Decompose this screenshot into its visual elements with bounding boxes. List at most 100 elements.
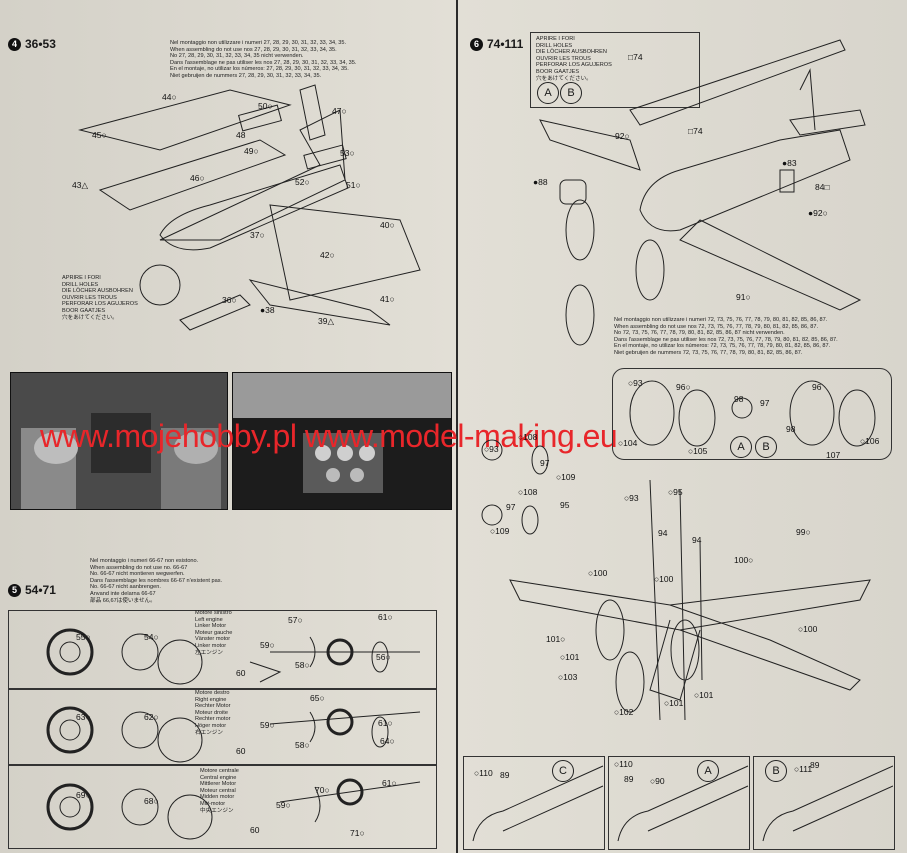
detail-fuselage-drawings (472, 765, 893, 842)
variant-a-label: C (552, 760, 574, 782)
part-label: 52○ (295, 177, 310, 187)
part-label: 100○ (734, 555, 754, 565)
cabin-interior-photo (10, 372, 228, 510)
part-label: 46○ (190, 173, 205, 183)
part-label: 89 (500, 770, 510, 780)
part-label: ●88 (533, 177, 548, 187)
part-label: 41○ (380, 294, 395, 304)
part-label: ○109 (556, 472, 576, 482)
part-label: 58○ (295, 740, 310, 750)
part-label: 64○ (380, 736, 395, 746)
step6-badge: 6 (470, 37, 483, 51)
cabin-photo-image (11, 373, 227, 509)
step6-drill-note: APRIRE I FORI DRILL HOLES DIE LÖCHER AUS… (536, 36, 612, 82)
variant-c-label: B (765, 760, 787, 782)
part-label: 99○ (796, 527, 811, 537)
part-label: 97 (540, 458, 550, 468)
part-label: 84□ (815, 182, 830, 192)
part-label: ○93 (628, 378, 643, 388)
variant-a-label: A (730, 436, 752, 458)
part-label: 71○ (350, 828, 365, 838)
part-label: 98 (786, 424, 796, 434)
part-label: 63○ (76, 712, 91, 722)
part-label: 40○ (380, 220, 395, 230)
part-label: 61○ (382, 778, 397, 788)
page-fold (456, 0, 458, 853)
part-label: 60 (250, 825, 260, 835)
variant-b-label: A (697, 760, 719, 782)
part-label: 70○ (315, 785, 330, 795)
step4-fuselage-wing-drawing (78, 84, 421, 331)
part-label: 51○ (346, 180, 361, 190)
part-label: 58○ (295, 660, 310, 670)
part-label: ○105 (688, 446, 708, 456)
part-label: ○108 (518, 487, 538, 497)
part-label: ●38 (260, 305, 275, 315)
step6-title: 74•111 (487, 37, 524, 51)
part-label: 44○ (162, 92, 177, 102)
part-label: ○93 (484, 444, 499, 454)
part-label: 62○ (144, 712, 159, 722)
left-engine-panel (8, 610, 437, 690)
variant-b-label: B (755, 436, 777, 458)
part-label: 36○ (222, 295, 237, 305)
part-label: ○104 (618, 438, 638, 448)
variant-b-label: B (560, 82, 582, 104)
step4-header: 4 36•53 (8, 37, 56, 51)
part-label: 96 (812, 382, 822, 392)
part-label: 97 (506, 502, 516, 512)
part-label: ○100 (654, 574, 674, 584)
cockpit-photo (232, 372, 452, 510)
part-label: 50○ (258, 101, 273, 111)
part-label: 47○ (332, 106, 347, 116)
variant-a-label: A (537, 82, 559, 104)
part-label: ○101 (694, 690, 714, 700)
part-label: 96○ (676, 382, 691, 392)
part-label: 92○ (615, 131, 630, 141)
part-label: ●83 (782, 158, 797, 168)
propeller-detail-drawing (629, 380, 876, 447)
part-label: ○110 (474, 768, 493, 778)
part-label: ○103 (558, 672, 578, 682)
detail-box-b (608, 756, 750, 850)
part-label: 97 (760, 398, 770, 408)
part-label: 65○ (310, 693, 325, 703)
step6-wing-assembly-drawing (481, 439, 871, 721)
part-label: 61○ (378, 612, 393, 622)
propeller-detail-box (612, 368, 892, 460)
right-engine-panel (8, 688, 437, 766)
part-label: 57○ (288, 615, 303, 625)
part-label: 101○ (546, 634, 566, 644)
part-label: ●92○ (808, 208, 828, 218)
part-label: 59○ (260, 720, 275, 730)
part-label: 37○ (250, 230, 265, 240)
part-label: 45○ (92, 130, 107, 140)
part-label: ○90 (650, 776, 665, 786)
part-label: 94 (692, 535, 702, 545)
part-label: □74 (628, 52, 643, 62)
left-engine-label: Motore sinistro Left engine Linker Motor… (195, 610, 233, 656)
part-label: ○100 (588, 568, 608, 578)
part-label: 60 (236, 668, 246, 678)
step5-title: 54•71 (25, 583, 56, 597)
part-label: 98 (734, 394, 744, 404)
part-label: 49○ (244, 146, 259, 156)
part-label: 54○ (144, 632, 159, 642)
drill-detail-box (530, 32, 700, 108)
part-label: 89 (810, 760, 820, 770)
part-label: 94 (658, 528, 668, 538)
part-label: 56○ (376, 652, 391, 662)
part-label: ○93 (624, 493, 639, 503)
cockpit-photo-image (233, 373, 451, 509)
part-label: 59○ (276, 800, 291, 810)
center-engine-label: Motore centrale Central engine Mittlerer… (200, 768, 239, 814)
right-engine-label: Motore destro Right engine Rechter Motor… (195, 690, 231, 736)
part-label: ○101 (664, 698, 684, 708)
part-label: ○111 (794, 764, 813, 774)
part-label: ○100 (798, 624, 818, 634)
step6-header: 6 74•111 (470, 37, 523, 51)
step5-note: Nel montaggio i numeri 66-67 non esiston… (90, 558, 223, 604)
engine-assembly-drawings (46, 628, 421, 840)
step6-note: Nel montaggio non utilizzare i numeri 72… (614, 317, 838, 356)
part-label: 42○ (320, 250, 335, 260)
